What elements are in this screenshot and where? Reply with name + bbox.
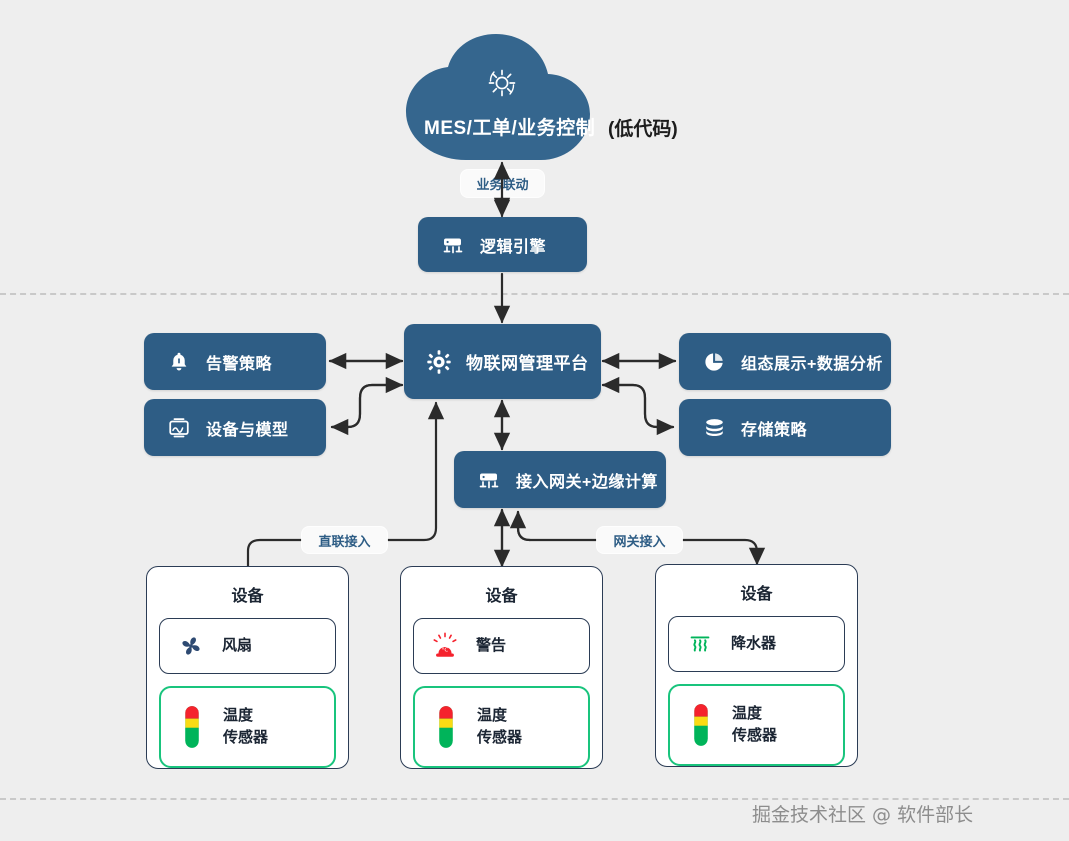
gateway-icon — [476, 467, 502, 493]
node-iot-platform-label: 物联网管理平台 — [466, 354, 589, 373]
edge-label-direct-access: 直联接入 — [302, 527, 387, 553]
node-alarm-policy-label: 告警策略 — [206, 355, 273, 373]
device-card-title: 设备 — [231, 588, 264, 605]
divider-line-bottom — [0, 798, 1069, 800]
device-card[interactable]: 设备 降水器 — [655, 564, 858, 767]
node-logic-engine-label: 逻辑引擎 — [480, 238, 547, 256]
temperature-sensor-icon — [684, 701, 718, 749]
node-visualization-label: 组态展示+数据分析 — [741, 355, 883, 373]
node-storage-label: 存储策略 — [741, 421, 808, 439]
iot-gear-icon — [426, 349, 452, 375]
bell-icon — [166, 349, 192, 375]
alarm-siren-icon: °C — [428, 631, 462, 661]
svg-text:°C: °C — [442, 648, 449, 654]
device-component-temperature-sensor[interactable]: 温度传感器 — [159, 686, 336, 768]
node-storage[interactable]: 存储策略 — [679, 399, 891, 456]
node-device-model[interactable]: 设备与模型 — [144, 399, 326, 456]
node-gateway-edge[interactable]: 接入网关+边缘计算 — [454, 451, 666, 508]
fan-icon — [174, 631, 208, 661]
device-card-title: 设备 — [485, 588, 518, 605]
edge-label-gateway-access: 网关接入 — [597, 527, 682, 553]
node-device-model-label: 设备与模型 — [206, 421, 289, 439]
divider-line-top — [0, 293, 1069, 295]
temperature-sensor-icon — [175, 703, 209, 751]
device-card-title: 设备 — [740, 586, 773, 603]
node-alarm-policy[interactable]: 告警策略 — [144, 333, 326, 390]
device-model-icon — [166, 415, 192, 441]
device-component-label: 警告 — [476, 637, 507, 654]
gateway-icon — [440, 232, 466, 258]
node-logic-engine[interactable]: 逻辑引擎 — [418, 217, 587, 272]
cloud-label: MES/工单/业务控制 — [424, 118, 596, 139]
device-component-fan[interactable]: 风扇 — [159, 618, 336, 674]
device-card[interactable]: 设备 °C 警告 — [400, 566, 603, 769]
device-component-temperature-sensor[interactable]: 温度传感器 — [413, 686, 590, 768]
cloud-shape — [406, 34, 590, 160]
watermark: 掘金技术社区 @ 软件部长 — [752, 804, 974, 826]
node-iot-platform[interactable]: 物联网管理平台 — [404, 324, 601, 399]
iot-gear-icon — [488, 69, 516, 97]
node-gateway-edge-label: 接入网关+边缘计算 — [516, 473, 658, 491]
device-component-alarm[interactable]: °C 警告 — [413, 618, 590, 674]
water-spray-icon — [683, 629, 717, 659]
device-component-label: 降水器 — [731, 635, 777, 652]
lowcode-note: (低代码) — [608, 119, 678, 140]
device-component-label: 风扇 — [222, 637, 253, 654]
pie-chart-icon — [701, 349, 727, 375]
temperature-sensor-icon — [429, 703, 463, 751]
device-component-label: 温度传感器 — [732, 705, 778, 744]
device-component-label: 温度传感器 — [223, 707, 269, 746]
device-component-label: 温度传感器 — [477, 707, 523, 746]
node-visualization[interactable]: 组态展示+数据分析 — [679, 333, 891, 390]
device-card[interactable]: 设备 风扇 — [146, 566, 349, 769]
database-icon — [701, 415, 727, 441]
device-component-water-spray[interactable]: 降水器 — [668, 616, 845, 672]
device-component-temperature-sensor[interactable]: 温度传感器 — [668, 684, 845, 766]
